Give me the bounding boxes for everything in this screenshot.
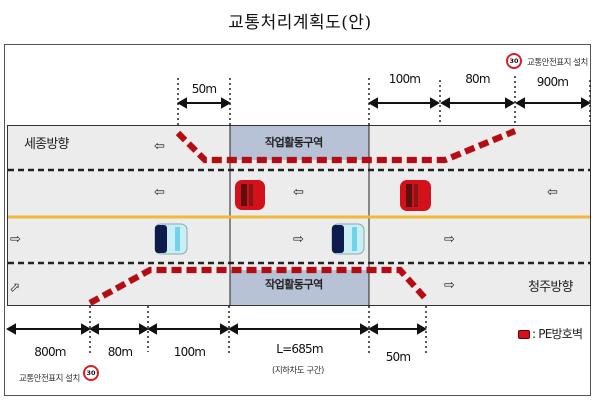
direction-label-sejong: 세종방향 <box>24 137 69 152</box>
underpass-section-label: (지하차도 구간) <box>272 366 324 376</box>
legend-barrier-label: : PE방호벽 <box>532 327 583 341</box>
lane-arrow-left-icon: ⇦ <box>547 185 558 200</box>
speed-limit-sign-icon: 30 <box>506 53 522 69</box>
lane-arrow-left-icon: ⇦ <box>154 139 165 154</box>
work-zone-label-upper: 작업활동구역 <box>265 136 323 149</box>
sign-install-label-bottom: 교통안전표지 설치 <box>19 374 80 384</box>
red-car-2 <box>400 180 431 211</box>
legend-barrier-swatch <box>518 330 530 339</box>
work-zone-lower <box>230 270 369 305</box>
diagram-title: 교통처리계획도(안) <box>228 13 372 33</box>
work-zone-upper <box>230 126 369 160</box>
speed-limit-sign-icon: 30 <box>83 365 99 381</box>
blue-car-1 <box>154 223 188 255</box>
sign-install-label-top: 교통안전표지 설치 <box>527 58 588 68</box>
dim-bottom-100m: 100m <box>173 345 206 359</box>
dim-top-100m: 100m <box>388 72 421 86</box>
blue-car-2 <box>331 223 365 255</box>
dim-bottom-800m: 800m <box>34 345 66 359</box>
red-car-1 <box>235 180 265 210</box>
direction-label-cheongju: 청주방향 <box>528 280 573 295</box>
lane-arrow-right-icon: ⇨ <box>444 278 455 293</box>
lane-arrow-right-icon: ⇨ <box>444 232 455 247</box>
dim-bottom-80m: 80m <box>107 345 133 359</box>
dim-top-50m: 50m <box>191 82 217 96</box>
dim-top-80m: 80m <box>465 72 490 86</box>
lane-arrow-left-icon: ⇦ <box>154 185 165 200</box>
lane-arrow-right-icon: ⇨ <box>293 232 304 247</box>
lane-arrow-left-icon: ⇦ <box>293 185 304 200</box>
dim-bottom-50m: 50m <box>385 350 411 364</box>
dim-bottom-685m: L=685m <box>276 342 323 356</box>
dim-top-900m: 900m <box>536 75 569 89</box>
lane-arrow-right-icon: ⇨ <box>10 232 21 247</box>
work-zone-label-lower: 작업활동구역 <box>265 278 323 291</box>
